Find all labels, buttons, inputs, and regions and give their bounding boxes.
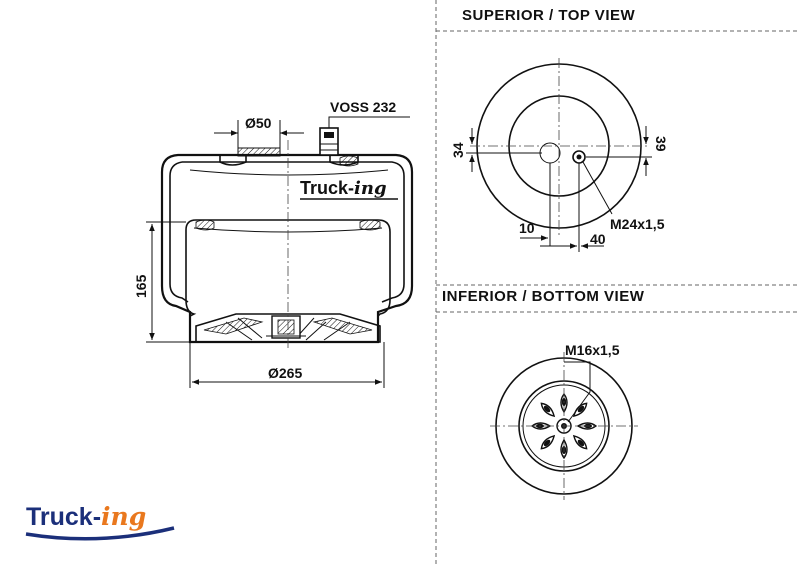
dimension-39: 39 — [653, 136, 669, 152]
dimension-10: 10 — [519, 220, 535, 236]
bottom-view — [490, 352, 638, 500]
dimension-top-diameter: Ø50 — [245, 115, 272, 131]
side-view-stamp: Truck-ing — [300, 178, 387, 199]
bottom-view-title: INFERIOR / BOTTOM VIEW — [442, 288, 645, 305]
truck-ing-logo: Truck-ing — [25, 502, 175, 541]
top-view — [466, 58, 652, 252]
valve-label: VOSS 232 — [330, 99, 396, 115]
svg-text:Truck-ing: Truck-ing — [26, 502, 146, 531]
dimension-40: 40 — [590, 231, 606, 247]
dimension-bottom-diameter: Ø265 — [268, 365, 302, 381]
dimension-height: 165 — [133, 274, 149, 298]
thread-m24-label: M24x1,5 — [610, 216, 665, 232]
dimension-34: 34 — [450, 142, 466, 158]
side-view — [146, 116, 414, 388]
top-view-title: SUPERIOR / TOP VIEW — [462, 7, 635, 24]
thread-m16-label: M16x1,5 — [565, 342, 620, 358]
view-separators — [435, 0, 800, 565]
